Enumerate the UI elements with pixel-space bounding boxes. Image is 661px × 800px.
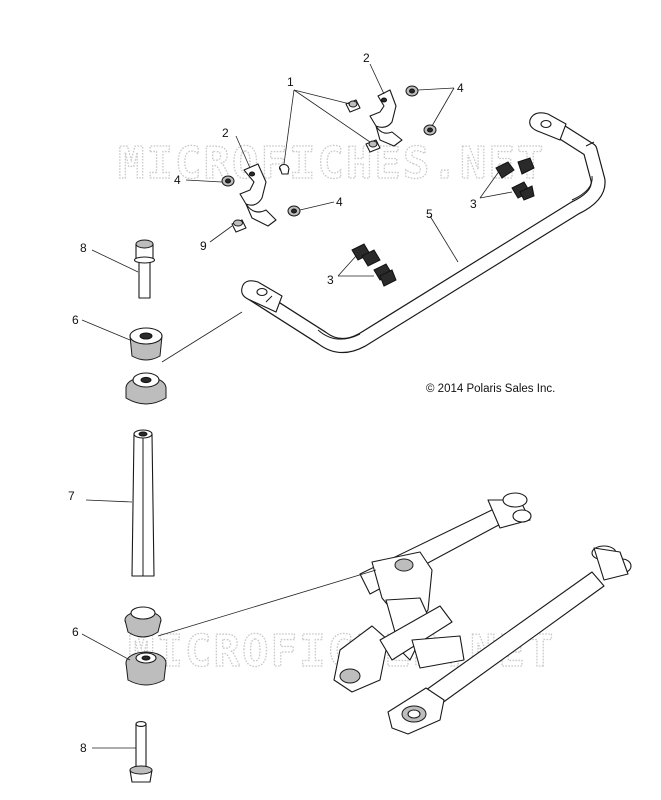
bolt-8-upper xyxy=(133,239,156,299)
bushing-clip-upper-pair xyxy=(495,157,535,201)
nut-4-upper-a xyxy=(405,85,419,97)
stabilizer-bar xyxy=(241,112,606,353)
watermark-top: MICROFICHES.NET xyxy=(118,138,545,189)
nut-4-upper-b xyxy=(423,124,437,136)
bolt-9 xyxy=(231,219,247,233)
callout-8-lower: 8 xyxy=(80,741,87,755)
copyright-text: © 2014 Polaris Sales Inc. xyxy=(426,383,555,395)
callout-3-upper: 3 xyxy=(470,197,477,211)
leader-lines xyxy=(81,63,513,749)
callout-1: 1 xyxy=(287,75,294,89)
nut-4-right xyxy=(287,205,301,217)
callout-4-left: 4 xyxy=(174,173,181,187)
callout-5: 5 xyxy=(426,207,433,221)
link-rod-7 xyxy=(131,429,155,577)
callout-9: 9 xyxy=(200,239,207,253)
bolt-8-lower xyxy=(129,721,153,783)
callout-6-lower: 6 xyxy=(72,625,79,639)
bushing-6-lower xyxy=(125,651,167,686)
bolt-1c xyxy=(278,163,290,175)
bushing-6-upper xyxy=(129,327,163,361)
trailing-arm-assembly xyxy=(333,492,632,735)
callout-4-upper: 4 xyxy=(457,81,464,95)
bolt-1a xyxy=(345,99,361,113)
bushing-lower-first xyxy=(124,606,162,638)
nut-4-left xyxy=(221,175,235,187)
bracket-upper xyxy=(369,89,403,147)
bolt-1b xyxy=(365,139,381,153)
callout-2-lower: 2 xyxy=(222,126,229,140)
callout-2-upper: 2 xyxy=(363,51,370,65)
bracket-lower xyxy=(239,163,277,227)
callout-8-upper: 8 xyxy=(80,241,87,255)
callout-7: 7 xyxy=(68,489,75,503)
bushing-upper-second xyxy=(125,372,167,405)
bushing-clip-lower-pair xyxy=(351,243,397,287)
callout-6-upper: 6 xyxy=(72,313,79,327)
callout-3-lower: 3 xyxy=(327,273,334,287)
callout-4-right: 4 xyxy=(336,195,343,209)
